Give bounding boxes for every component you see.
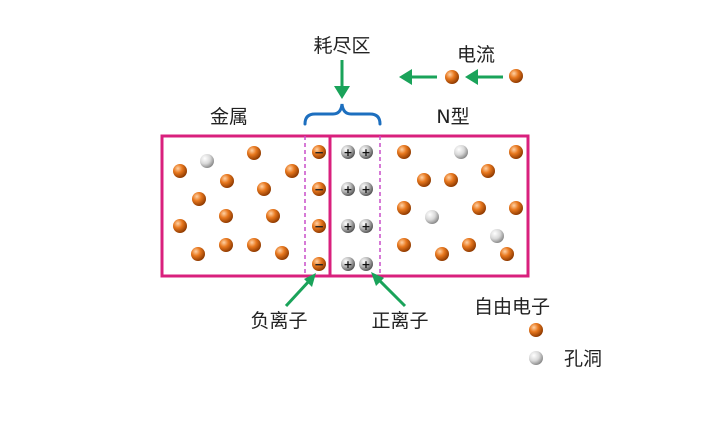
plus-sphere-icon: + [359,219,373,233]
svg-text:−: − [314,258,324,272]
svg-text:−: − [314,220,324,234]
free-electron [191,247,205,261]
free-electron [266,209,280,223]
svg-text:+: + [361,220,370,233]
current-electron [445,70,459,84]
green-arrow-icon [399,69,437,85]
plus-sphere-icon: + [341,219,355,233]
svg-text:+: + [343,146,352,159]
plus-sphere-icon: + [341,145,355,159]
free-electron [481,164,495,178]
current-label: 电流 [457,44,495,66]
free-electron [509,145,523,159]
svg-text:+: + [343,183,352,196]
legend-free-electron-label: 自由电子 [474,296,550,318]
hole [454,145,468,159]
free-electron [285,164,299,178]
plus-sphere-icon: + [341,257,355,271]
free-electron [397,201,411,215]
metal-particles [173,146,299,261]
plus-sphere-icon: + [359,257,373,271]
positive-ion-label: 正离子 [371,310,428,332]
free-electron [444,173,458,187]
minus-sphere-icon: − [312,182,326,197]
free-electron [247,146,261,160]
legend: 自由电子 孔洞 [474,296,602,370]
plus-sphere-icon: + [359,145,373,159]
svg-text:−: − [314,183,324,197]
n-type-region-box [328,134,530,278]
plus-sphere-icon: + [359,182,373,196]
minus-sphere-icon: − [312,145,326,160]
free-electron [220,174,234,188]
free-electron [173,219,187,233]
free-electron [417,173,431,187]
free-electron [219,209,233,223]
curly-bracket-icon [303,103,382,126]
free-electron [257,182,271,196]
hole [490,229,504,243]
free-electron [247,238,261,252]
svg-text:−: − [314,146,324,160]
green-arrow-icon [371,272,407,308]
depletion-region-label: 耗尽区 [313,35,370,57]
white-sphere-icon [529,351,543,365]
free-electron [173,164,187,178]
free-electron [397,238,411,252]
minus-sphere-icon: − [312,219,326,234]
free-electron [275,246,289,260]
free-electron [192,192,206,206]
free-electron [472,201,486,215]
svg-text:+: + [361,146,370,159]
free-electron [500,247,514,261]
svg-text:+: + [361,183,370,196]
hole [425,210,439,224]
negative-ion-label: 负离子 [250,310,307,332]
plus-sphere-icon: + [341,182,355,196]
green-arrow-icon [334,60,350,99]
free-electron [462,238,476,252]
legend-hole-label: 孔洞 [564,348,602,370]
green-arrow-icon [465,69,503,85]
green-arrow-icon [284,273,316,308]
svg-text:+: + [343,258,352,271]
free-electron [219,238,233,252]
svg-text:+: + [361,258,370,271]
orange-sphere-icon [529,323,543,337]
n-type-label: N型 [436,106,469,128]
current-electron [509,69,523,83]
hole [200,154,214,168]
free-electron [509,201,523,215]
metal-label: 金属 [210,106,248,128]
n-type-particles [397,145,523,261]
free-electron [435,247,449,261]
svg-text:+: + [343,220,352,233]
minus-sphere-icon: − [312,257,326,272]
free-electron [397,145,411,159]
